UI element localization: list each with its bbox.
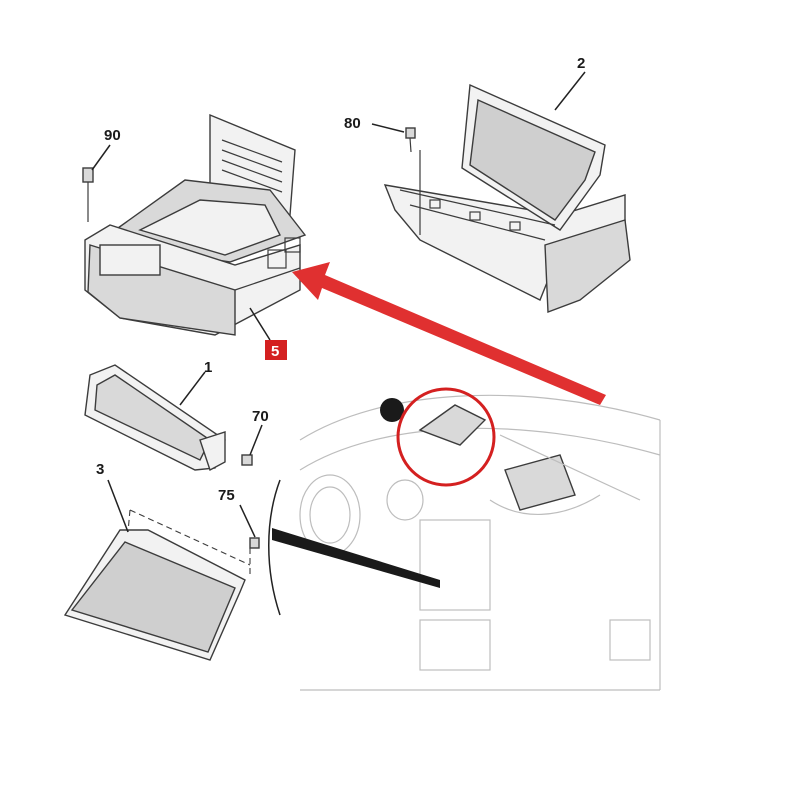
red-circle-icon bbox=[396, 387, 496, 487]
callout-75: 75 bbox=[218, 487, 235, 504]
leader-line-3 bbox=[107, 479, 129, 533]
leader-line-90 bbox=[91, 144, 111, 171]
callout-90: 90 bbox=[104, 127, 121, 144]
callout-3: 3 bbox=[96, 461, 104, 478]
leader-line-1 bbox=[179, 371, 206, 406]
screw-75-part bbox=[249, 537, 260, 549]
leader-line-5 bbox=[249, 307, 271, 341]
pointer-wedge bbox=[268, 479, 440, 616]
display-screen-part bbox=[383, 83, 631, 313]
dashboard-overview bbox=[299, 394, 661, 691]
callout-2: 2 bbox=[577, 55, 585, 72]
display-panel-part-3 bbox=[63, 509, 251, 661]
screw-80-part bbox=[405, 127, 416, 153]
leader-line-75 bbox=[239, 504, 256, 538]
callout-5: 5 bbox=[271, 343, 279, 360]
callout-5-box bbox=[265, 340, 287, 360]
red-arrow-icon bbox=[292, 262, 606, 405]
callout-1: 1 bbox=[204, 359, 212, 376]
leader-line-2 bbox=[554, 71, 586, 111]
hud-module-part bbox=[84, 113, 307, 336]
leader-line-80 bbox=[371, 123, 405, 133]
leader-line-70 bbox=[249, 424, 263, 456]
screw-70-part bbox=[241, 454, 253, 466]
callout-70: 70 bbox=[252, 408, 269, 425]
display-unit-part-1 bbox=[84, 364, 226, 472]
screw-90-part bbox=[82, 167, 94, 222]
callout-80: 80 bbox=[344, 115, 361, 132]
